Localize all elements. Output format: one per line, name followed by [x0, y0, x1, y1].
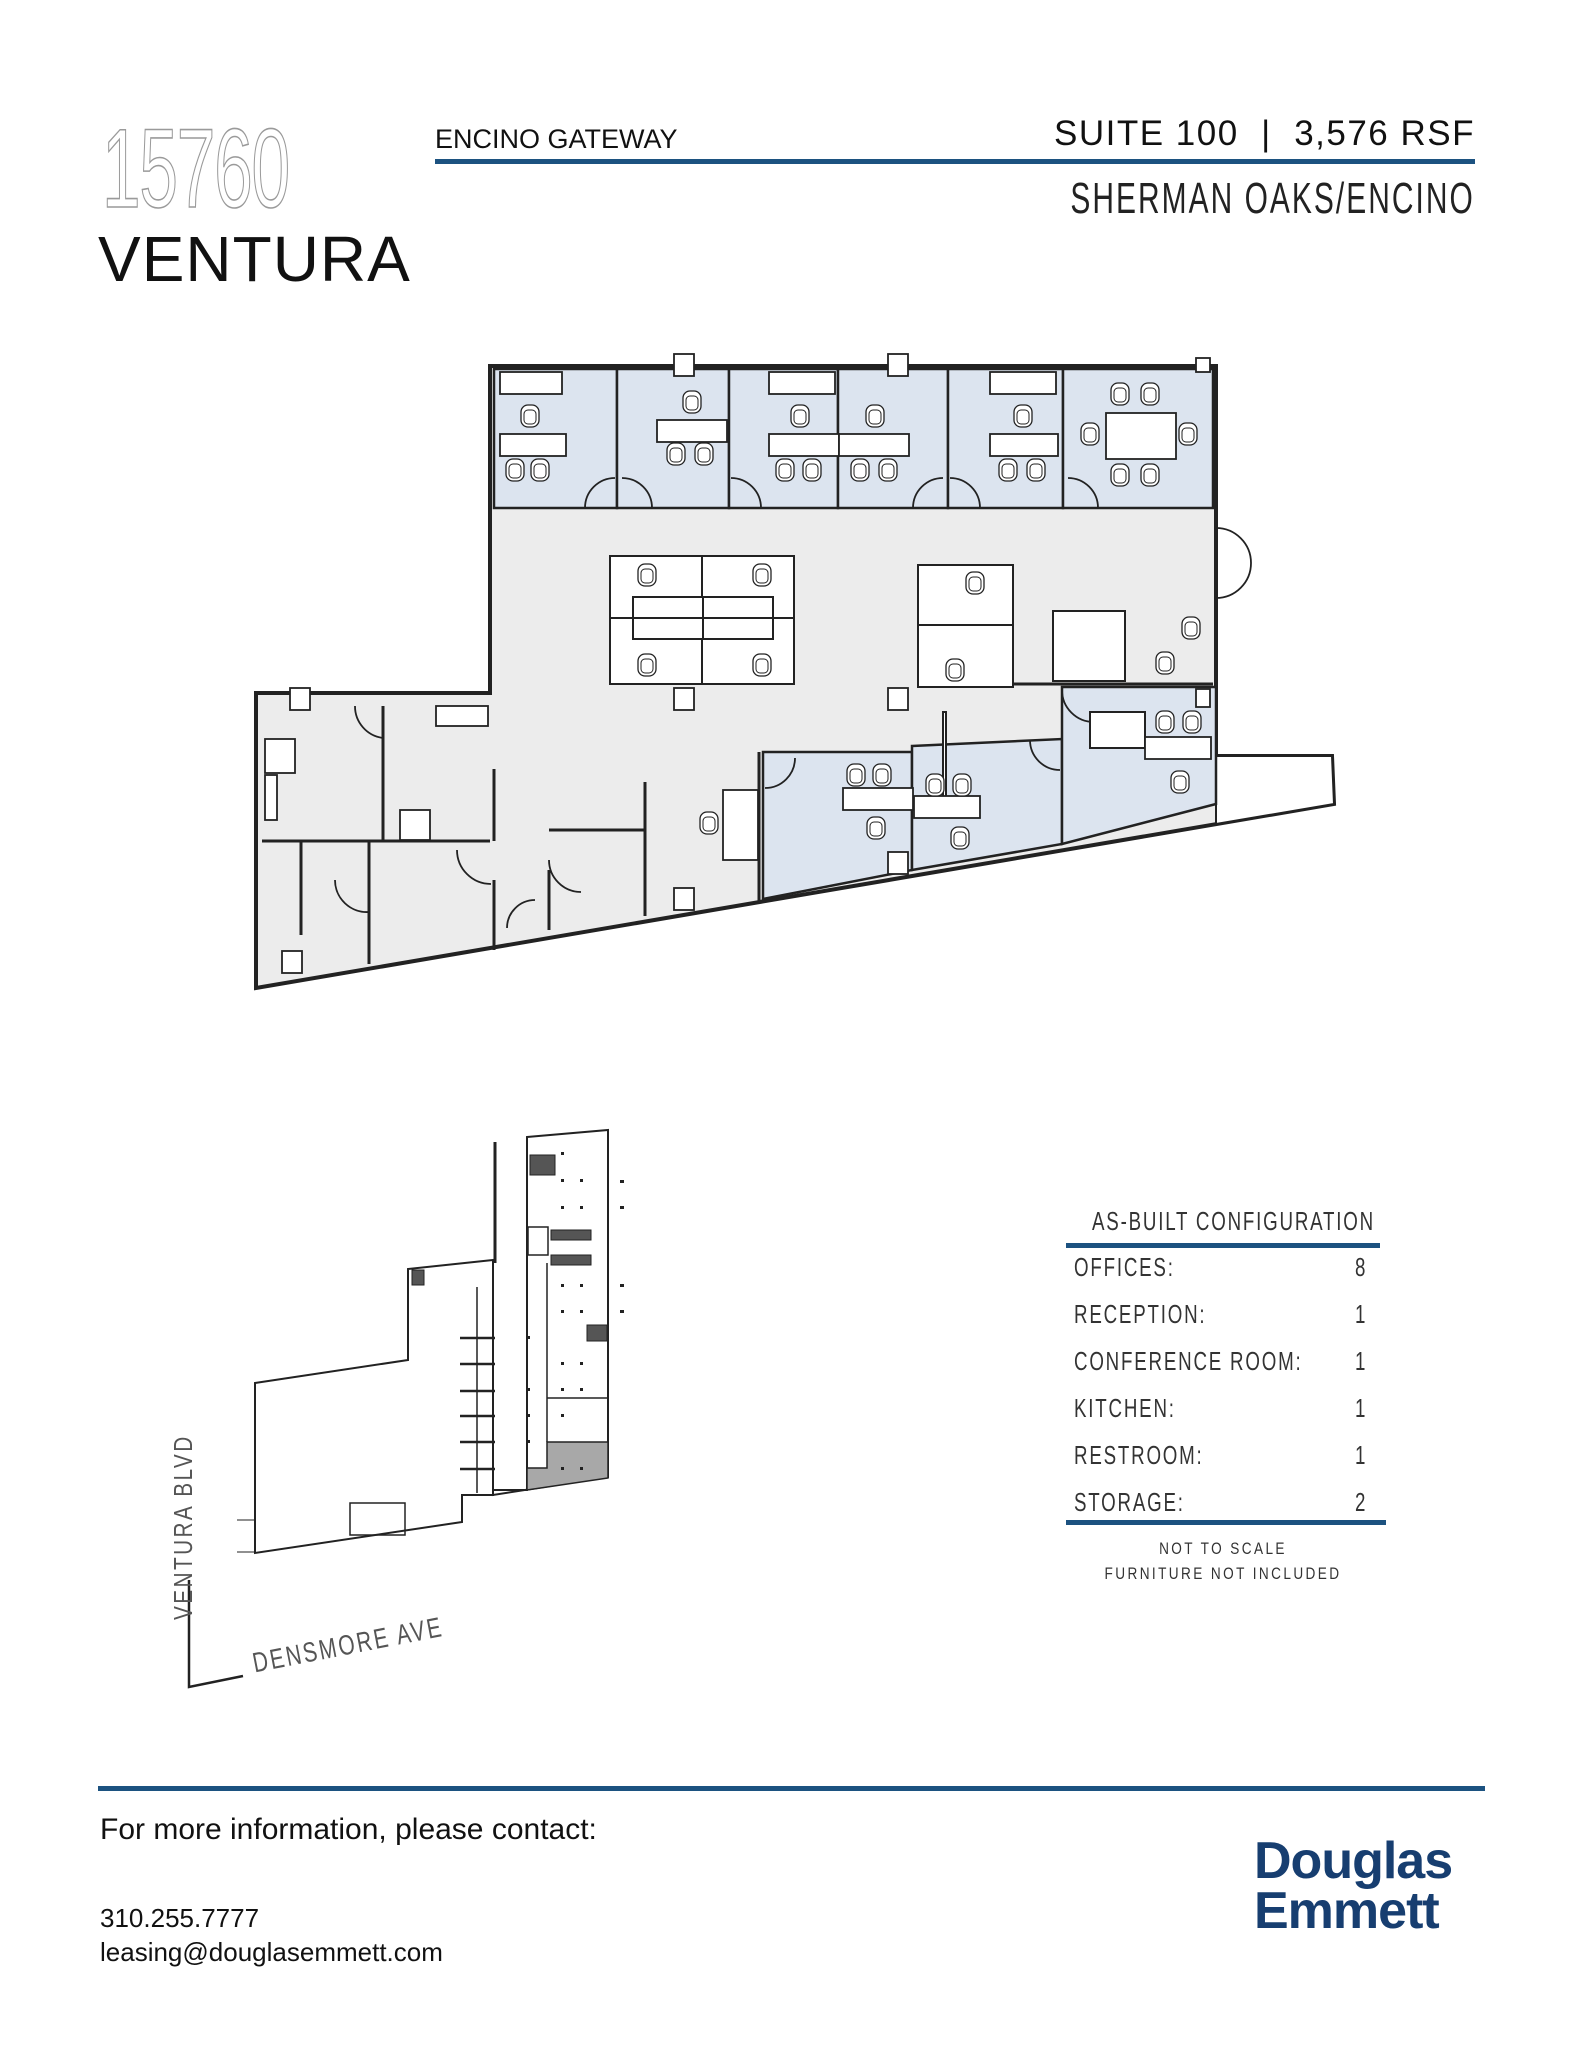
contact-heading: For more information, please contact:: [100, 1813, 597, 1846]
suite-number: SUITE 100: [1053, 114, 1239, 153]
separator: |: [1261, 114, 1272, 153]
desks: [264, 371, 1212, 861]
note-not-to-scale: NOT TO SCALE: [1159, 1539, 1287, 1558]
footer-divider: [98, 1786, 1485, 1791]
configuration-title: AS-BUILT CONFIGURATION: [1092, 1206, 1375, 1236]
street-label-ventura-blvd: VENTURA BLVD: [168, 1434, 198, 1620]
email-link[interactable]: leasing@douglasemmett.com: [100, 1937, 443, 1967]
logo-line-2: Emmett: [1254, 1882, 1440, 1940]
key-plan: [237, 1128, 609, 1555]
phone-link[interactable]: 310.255.7777: [100, 1903, 260, 1933]
config-row-value: 1: [1355, 1299, 1368, 1329]
config-row-label: OFFICES:: [1074, 1252, 1175, 1282]
submarket: SHERMAN OAKS/ENCINO: [1070, 174, 1475, 223]
workstations: [609, 555, 1146, 803]
config-row-value: 1: [1355, 1440, 1368, 1470]
config-row-value: 8: [1355, 1252, 1368, 1282]
suite-info: SUITE 100 | 3,576 RSF: [1054, 114, 1475, 154]
header-divider: [435, 159, 1475, 164]
logo-line-1: Douglas: [1254, 1832, 1453, 1890]
north-arrow-corner: [187, 1580, 244, 1689]
address-number: 15760: [102, 105, 291, 232]
config-row-value: 2: [1355, 1487, 1368, 1517]
douglas-emmett-logo: Douglas Emmett: [1254, 1832, 1453, 1940]
config-row-value: 1: [1355, 1346, 1368, 1376]
building-name: ENCINO GATEWAY: [435, 124, 678, 154]
config-divider-top: [1066, 1243, 1380, 1248]
config-row-label: STORAGE:: [1074, 1487, 1185, 1517]
config-row-label: RESTROOM:: [1074, 1440, 1204, 1470]
street-name: VENTURA: [98, 223, 411, 295]
suite-location-highlight: [526, 1441, 609, 1491]
config-divider-bottom: [1066, 1520, 1386, 1525]
config-row-label: KITCHEN:: [1074, 1393, 1176, 1423]
suite-size: 3,576 RSF: [1294, 114, 1475, 153]
config-row-label: RECEPTION:: [1074, 1299, 1207, 1329]
config-row-label: CONFERENCE ROOM:: [1074, 1346, 1303, 1376]
config-row-value: 1: [1355, 1393, 1368, 1423]
note-furniture: FURNITURE NOT INCLUDED: [1104, 1564, 1342, 1583]
